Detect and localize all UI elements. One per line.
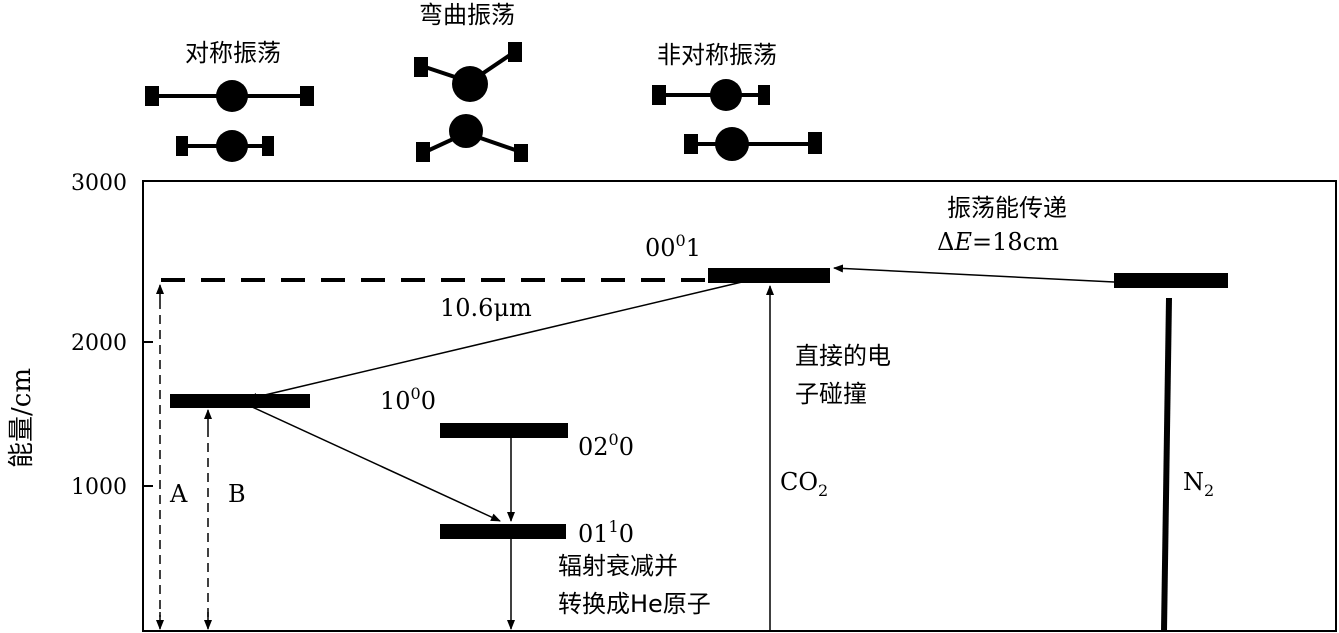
co2-label: CO2	[780, 468, 828, 500]
decay-label-line1: 辐射衰减并	[558, 552, 678, 580]
plot-frame	[142, 180, 1337, 632]
asymmetric-mode-label: 非对称振荡	[657, 41, 777, 69]
laser-10-6um-arrow	[247, 281, 743, 401]
y-tick-label-3000: 3000	[71, 171, 127, 196]
y-tick-label-1000: 1000	[71, 475, 127, 500]
symmetric-mode-compressed-icon	[176, 130, 274, 162]
asymmetric-mode-top-icon	[652, 79, 770, 111]
level-1000-label: 1000	[380, 384, 436, 415]
bending-mode-label: 弯曲振荡	[419, 1, 515, 29]
collision-label-line1: 直接的电	[795, 342, 891, 370]
level-0200-label: 0200	[578, 430, 634, 461]
y-tick-label-2000: 2000	[71, 331, 127, 356]
y-axis: 3000 2000 1000 能量/cm	[7, 171, 153, 500]
n2-level-bar	[1114, 273, 1228, 288]
symmetric-mode-stretched-icon	[145, 80, 314, 112]
asymmetric-mode-bottom-icon	[684, 127, 822, 161]
bending-mode-up-icon	[414, 42, 522, 102]
n2-vertical-line	[1161, 297, 1172, 632]
symmetric-mode-label: 对称振荡	[185, 39, 281, 67]
bending-mode-down-icon	[416, 114, 528, 162]
level-0001-label: 0001	[645, 231, 701, 262]
y-axis-label: 能量/cm	[7, 368, 37, 468]
level-0200-bar	[440, 423, 568, 438]
energy-transfer-arrow	[833, 264, 1115, 283]
level-0110-bar	[440, 524, 566, 539]
level-1000-bar	[170, 394, 310, 408]
collision-label-line2: 子碰撞	[795, 380, 867, 408]
transition-1000-to-0110-arrow	[249, 405, 501, 522]
wavelength-label: 10.6μm	[440, 294, 532, 322]
decay-label-line2: 转换成He原子	[558, 590, 711, 618]
label-b: B	[228, 480, 246, 508]
level-0110-label: 0110	[578, 517, 634, 548]
level-0001-bar	[708, 268, 830, 283]
energy-transfer-title: 振荡能传递	[947, 194, 1067, 222]
energy-transfer-delta: ΔE=18cm	[937, 228, 1059, 256]
label-a: A	[169, 480, 188, 508]
n2-label: N2	[1183, 468, 1214, 500]
